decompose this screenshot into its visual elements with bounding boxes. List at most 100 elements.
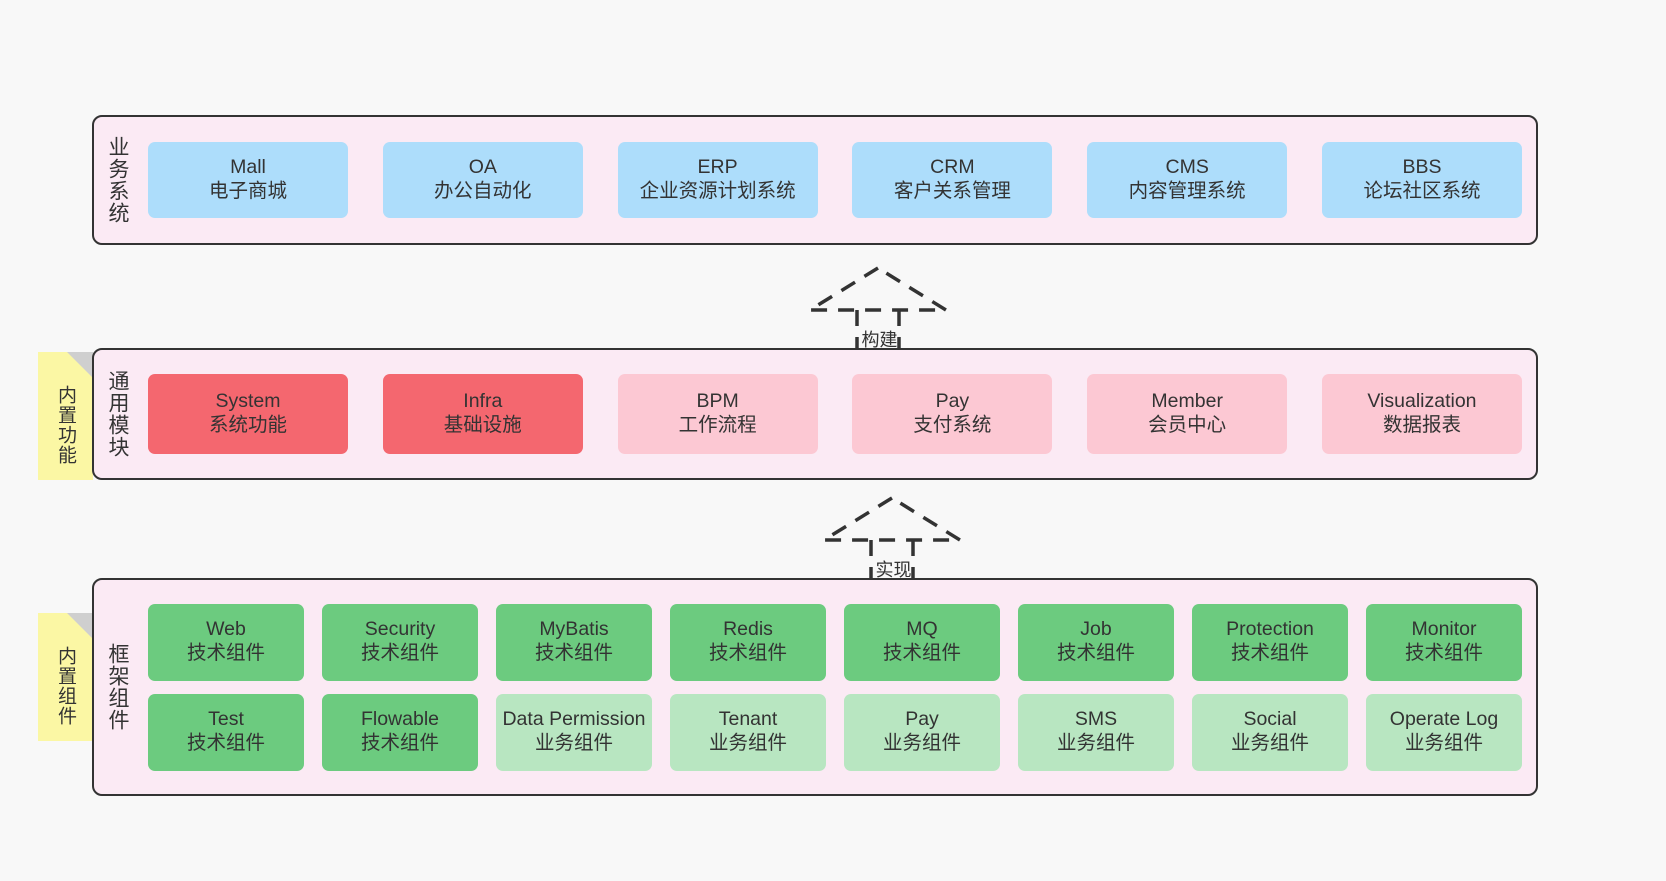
framework-card-row-2: Test 技术组件 Flowable 技术组件 Data Permission … [148,693,1522,771]
card-pay-module-en: Pay [935,390,970,413]
card-monitor[interactable]: Monitor 技术组件 [1366,603,1522,681]
card-social-en: Social [1243,708,1297,731]
card-redis[interactable]: Redis 技术组件 [670,603,826,681]
card-data-permission-en: Data Permission [502,708,646,731]
card-system[interactable]: System 系统功能 [148,374,348,454]
card-flowable-cn: 技术组件 [360,732,439,754]
layer-body-business-system: Mall 电子商城 OA 办公自动化 ERP 企业资源计划系统 CRM 客户关系… [140,117,1536,243]
card-bbs-cn: 论坛社区系统 [1363,180,1481,202]
business-card-row: Mall 电子商城 OA 办公自动化 ERP 企业资源计划系统 CRM 客户关系… [148,142,1522,218]
card-crm[interactable]: CRM 客户关系管理 [852,142,1053,218]
card-monitor-en: Monitor [1411,618,1477,641]
card-security-en: Security [364,618,436,641]
card-system-en: System [215,390,281,413]
card-social-cn: 业务组件 [1230,732,1309,754]
card-mybatis-en: MyBatis [539,618,609,641]
card-job-cn: 技术组件 [1056,642,1135,664]
card-crm-cn: 客户关系管理 [893,180,1011,202]
card-data-permission[interactable]: Data Permission 业务组件 [496,693,652,771]
card-bpm-cn: 工作流程 [678,414,757,436]
card-security-cn: 技术组件 [360,642,439,664]
card-cms[interactable]: CMS 内容管理系统 [1087,142,1288,218]
card-visualization-cn: 数据报表 [1382,414,1461,436]
card-visualization-en: Visualization [1367,390,1477,413]
card-sms-cn: 业务组件 [1056,732,1135,754]
card-mq[interactable]: MQ 技术组件 [844,603,1000,681]
card-mq-cn: 技术组件 [882,642,961,664]
card-operate-log[interactable]: Operate Log 业务组件 [1366,693,1522,771]
connector-implement: 实现 [812,492,972,584]
framework-card-row-1: Web 技术组件 Security 技术组件 MyBatis 技术组件 Redi… [148,603,1522,681]
card-job-en: Job [1080,618,1112,641]
note-fold-corner-icon [67,613,93,639]
card-operate-log-cn: 业务组件 [1404,732,1483,754]
card-protection-en: Protection [1226,618,1314,641]
card-protection-cn: 技术组件 [1230,642,1309,664]
card-pay-component-cn: 业务组件 [882,732,961,754]
card-infra-cn: 基础设施 [443,414,522,436]
layer-common-module: 通用模块 System 系统功能 Infra 基础设施 BPM 工作流程 Pay [92,348,1538,480]
connector-build: 构建 [798,262,958,354]
card-sms-en: SMS [1074,708,1118,731]
card-tenant-en: Tenant [718,708,778,731]
card-member-cn: 会员中心 [1148,414,1227,436]
card-web[interactable]: Web 技术组件 [148,603,304,681]
card-bbs[interactable]: BBS 论坛社区系统 [1321,142,1522,218]
card-member-en: Member [1151,390,1223,413]
card-sms[interactable]: SMS 业务组件 [1018,693,1174,771]
card-redis-cn: 技术组件 [708,642,787,664]
card-oa[interactable]: OA 办公自动化 [382,142,583,218]
card-job[interactable]: Job 技术组件 [1018,603,1174,681]
card-monitor-cn: 技术组件 [1404,642,1483,664]
card-protection[interactable]: Protection 技术组件 [1192,603,1348,681]
common-module-card-row: System 系统功能 Infra 基础设施 BPM 工作流程 Pay 支付系统… [148,374,1522,454]
card-system-cn: 系统功能 [208,414,287,436]
card-infra-en: Infra [463,390,503,413]
card-redis-en: Redis [723,618,773,641]
card-erp-cn: 企业资源计划系统 [639,180,796,202]
card-mall-en: Mall [230,156,266,179]
card-test[interactable]: Test 技术组件 [148,693,304,771]
connector-implement-label: 实现 [875,560,912,580]
card-erp[interactable]: ERP 企业资源计划系统 [617,142,818,218]
card-mall[interactable]: Mall 电子商城 [148,142,348,218]
card-infra[interactable]: Infra 基础设施 [382,374,583,454]
card-tenant[interactable]: Tenant 业务组件 [670,693,826,771]
card-cms-en: CMS [1165,156,1209,179]
card-bbs-en: BBS [1402,156,1442,179]
card-web-en: Web [206,618,246,641]
layer-framework-component: 框架组件 Web 技术组件 Security 技术组件 MyBatis 技术组件… [92,578,1538,796]
layer-title-business-system: 业务系统 [105,136,129,224]
card-web-cn: 技术组件 [186,642,265,664]
card-social[interactable]: Social 业务组件 [1192,693,1348,771]
card-mall-cn: 电子商城 [208,180,287,202]
card-oa-cn: 办公自动化 [434,180,532,202]
card-pay-component-en: Pay [905,708,939,731]
card-mybatis[interactable]: MyBatis 技术组件 [496,603,652,681]
layer-business-system: 业务系统 Mall 电子商城 OA 办公自动化 ERP 企业资源计划系统 CRM [92,115,1538,245]
layer-body-framework-component: Web 技术组件 Security 技术组件 MyBatis 技术组件 Redi… [140,580,1536,794]
note-builtin-feature: 内置功能 [38,352,93,480]
card-mybatis-cn: 技术组件 [534,642,613,664]
card-flowable-en: Flowable [360,708,440,731]
card-pay-component[interactable]: Pay 业务组件 [844,693,1000,771]
card-erp-en: ERP [697,156,738,179]
card-mq-en: MQ [906,618,938,641]
card-bpm[interactable]: BPM 工作流程 [617,374,818,454]
card-bpm-en: BPM [696,390,739,413]
layer-title-framework-component: 框架组件 [105,643,129,731]
note-builtin-component-label: 内置组件 [55,646,76,726]
layer-title-common-module: 通用模块 [105,370,129,458]
note-fold-corner-icon [67,352,93,378]
card-data-permission-cn: 业务组件 [534,732,613,754]
card-member[interactable]: Member 会员中心 [1087,374,1288,454]
card-flowable[interactable]: Flowable 技术组件 [322,693,478,771]
card-test-en: Test [208,708,244,731]
card-tenant-cn: 业务组件 [708,732,787,754]
card-pay-module-cn: 支付系统 [913,414,992,436]
card-visualization[interactable]: Visualization 数据报表 [1321,374,1522,454]
card-security[interactable]: Security 技术组件 [322,603,478,681]
card-pay-module[interactable]: Pay 支付系统 [852,374,1053,454]
card-operate-log-en: Operate Log [1389,708,1499,731]
